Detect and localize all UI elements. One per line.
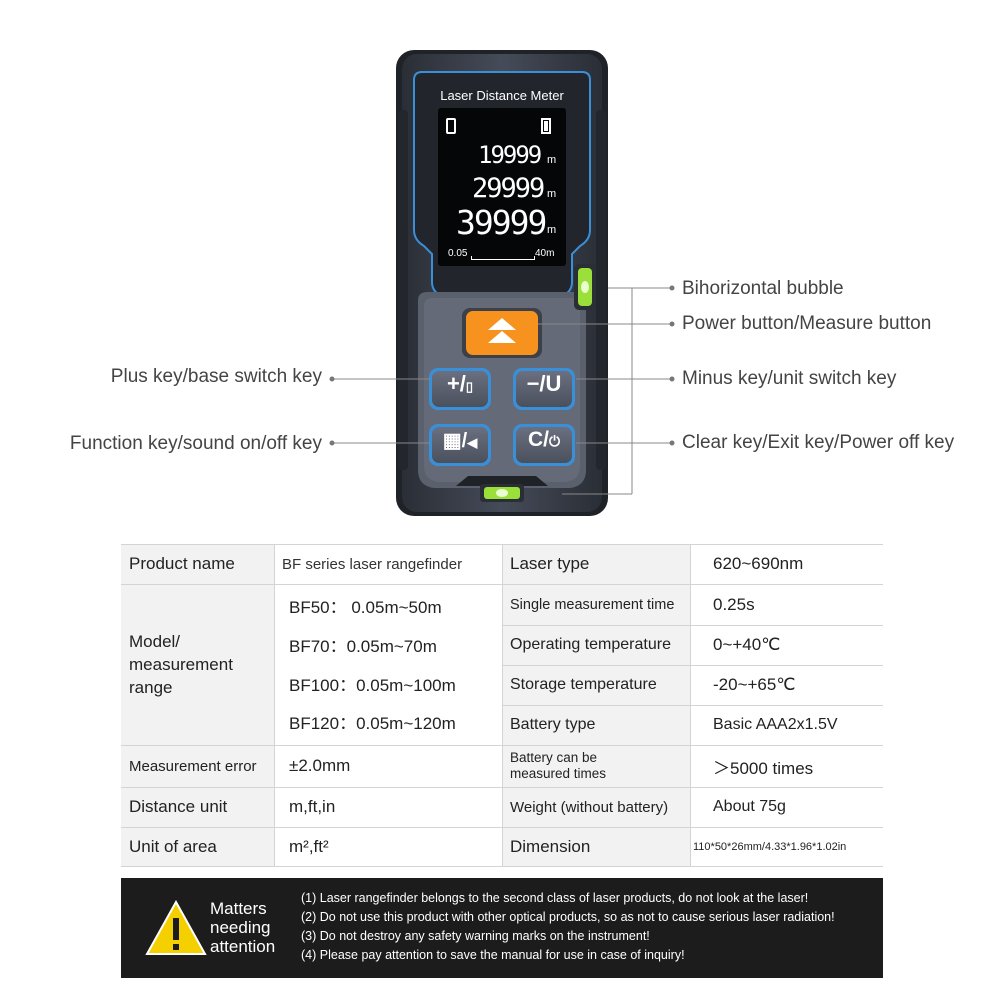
spec-value-measurement-time: 0.25s bbox=[713, 594, 755, 614]
spec-model-bf100: BF100：0.05m~100m bbox=[289, 675, 456, 695]
device-title: Laser Distance Meter bbox=[440, 88, 564, 103]
spec-model-bf120: BF120：0.05m~120m bbox=[289, 713, 456, 733]
lcd-scale-bar bbox=[471, 256, 535, 260]
power-icon: ⏻ bbox=[548, 433, 561, 449]
spec-value-weight: About 75g bbox=[713, 798, 786, 815]
spec-label-storage-temp: Storage temperature bbox=[502, 665, 690, 705]
spec-value-laser-type: 620~690nm bbox=[713, 554, 804, 573]
lcd-scale-max: 40m bbox=[535, 248, 555, 259]
function-key-label: / bbox=[461, 430, 468, 452]
spec-label-laser-type: Laser type bbox=[502, 544, 690, 584]
memory-small-icon: ▯ bbox=[465, 379, 474, 394]
spec-label-product-name: Product name bbox=[121, 544, 274, 584]
spec-table: Product name BF series laser rangefinder… bbox=[121, 544, 883, 867]
lcd-reading-1-unit: m bbox=[547, 154, 557, 166]
lcd-reading-3-unit: m bbox=[547, 224, 557, 236]
callout-plus: Plus key/base switch key bbox=[110, 366, 322, 387]
power-measure-button[interactable] bbox=[466, 311, 538, 355]
minus-key[interactable]: −/U bbox=[516, 371, 572, 397]
callout-bubble: Bihorizontal bubble bbox=[682, 278, 844, 299]
lcd-reading-2-unit: m bbox=[547, 188, 557, 200]
callout-clear: Clear key/Exit key/Power off key bbox=[682, 432, 955, 453]
callout-function: Function key/sound on/off key bbox=[69, 433, 322, 454]
spec-value-area-unit: m²,ft² bbox=[289, 837, 329, 856]
spec-label-model: Model/ measurement range bbox=[121, 584, 274, 745]
spec-label-operating-temp: Operating temperature bbox=[502, 625, 690, 665]
spec-model-bf70: BF70：0.05m~70m bbox=[289, 636, 437, 656]
lcd-reading-2: 29999 bbox=[472, 173, 545, 204]
warning-item-1: (1) Laser rangefinder belongs to the sec… bbox=[301, 891, 809, 905]
plus-key[interactable]: +/▯ bbox=[432, 371, 488, 397]
battery-icon bbox=[541, 118, 551, 134]
minus-key-label: −/U bbox=[526, 371, 562, 396]
grid-icon: ▦ bbox=[442, 430, 462, 452]
callout-minus: Minus key/unit switch key bbox=[682, 368, 897, 389]
spec-value-dimension: 110*50*26mm/4.33*1.96*1.02in bbox=[693, 841, 847, 853]
clear-key[interactable]: C/⏻ bbox=[516, 428, 572, 452]
spec-label-battery-type: Battery type bbox=[502, 705, 690, 745]
spec-label-weight: Weight (without battery) bbox=[502, 787, 690, 827]
function-key[interactable]: ▦/◀ bbox=[432, 428, 488, 453]
warning-panel: Matters needing attention (1) Laser rang… bbox=[121, 878, 883, 978]
spec-label-area-unit: Unit of area bbox=[121, 827, 274, 867]
spec-label-battery-times: Battery can be measured times bbox=[502, 745, 690, 787]
spec-value-product-name: BF series laser rangefinder bbox=[282, 555, 463, 573]
lcd-screen bbox=[438, 108, 566, 266]
lcd-scale-min: 0.05 bbox=[448, 248, 468, 259]
speaker-icon: ◀ bbox=[467, 435, 478, 450]
spec-value-error: ±2.0mm bbox=[289, 756, 351, 775]
lcd-reading-3: 39999 bbox=[456, 203, 547, 242]
spec-label-measurement-time: Single measurement time bbox=[502, 584, 690, 625]
spec-value-battery-times: ＞5000 times bbox=[713, 758, 814, 778]
memory-icon bbox=[446, 118, 456, 134]
plus-key-label: +/ bbox=[446, 371, 466, 396]
spec-label-dimension: Dimension bbox=[502, 827, 690, 867]
spec-model-bf50: BF50： 0.05m~50m bbox=[289, 597, 442, 617]
spec-value-distance-unit: m,ft,in bbox=[289, 797, 336, 816]
spec-label-distance-unit: Distance unit bbox=[121, 787, 274, 827]
spec-label-error: Measurement error bbox=[121, 745, 274, 787]
warning-item-2: (2) Do not use this product with other o… bbox=[301, 910, 835, 924]
warning-item-4: (4) Please pay attention to save the man… bbox=[301, 948, 685, 962]
lcd-reading-1: 19999 bbox=[478, 141, 542, 169]
clear-key-label: C/ bbox=[527, 428, 549, 451]
warning-title: Matters needing attention bbox=[210, 899, 276, 956]
laser-distance-meter-device bbox=[396, 50, 608, 516]
warning-item-3: (3) Do not destroy any safety warning ma… bbox=[301, 929, 650, 943]
warning-triangle-icon bbox=[145, 900, 207, 955]
spec-value-battery-type: Basic AAA2x1.5V bbox=[713, 716, 838, 733]
spec-value-storage-temp: -20~+65℃ bbox=[713, 675, 796, 694]
spec-value-operating-temp: 0~+40℃ bbox=[713, 635, 781, 654]
callout-power: Power button/Measure button bbox=[682, 313, 932, 334]
